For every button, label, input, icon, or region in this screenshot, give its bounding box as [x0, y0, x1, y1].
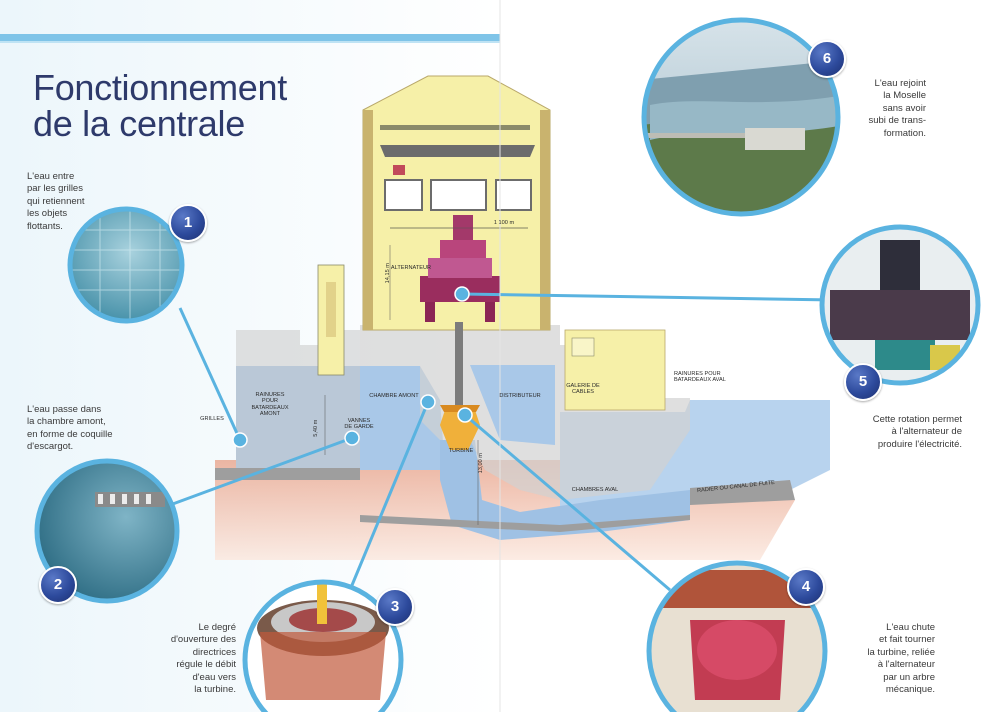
page-title: Fonctionnement de la centrale	[33, 70, 287, 142]
label-chambres-aval: CHAMBRES AVAL	[571, 487, 619, 493]
label-chambre-amont: CHAMBRE AMONT	[369, 393, 419, 399]
step-badge-3: 3	[376, 588, 414, 626]
dimension-540: 5,40 m	[312, 419, 319, 437]
photo-grilles	[70, 209, 182, 321]
photo-moselle	[644, 20, 838, 214]
label-vannes-de-garde: VANNES DE GARDE	[344, 418, 374, 431]
step-badge-2: 2	[39, 566, 77, 604]
caption-step-6: L'eau rejoint la Moselle sans avoir subi…	[868, 78, 926, 139]
dimension-1300: 13,00 m	[477, 453, 484, 474]
step-badge-1: 1	[169, 204, 207, 242]
step-badge-6: 6	[808, 40, 846, 78]
label-rainures-amont: RAINURES POUR BATARDEAUX AMONT	[251, 392, 289, 418]
step-badge-5: 5	[844, 363, 882, 401]
label-turbine: TURBINE	[448, 448, 474, 454]
caption-step-2: L'eau passe dans la chambre amont, en fo…	[27, 404, 113, 453]
caption-step-1: L'eau entre par les grilles qui retienne…	[27, 171, 85, 232]
label-galerie-de-cables: GALERIE DE CABLES	[566, 383, 600, 396]
title-line-1: Fonctionnement	[33, 67, 287, 108]
label-rainures-aval: RAINURES POUR BATARDEAUX AVAL	[674, 371, 726, 384]
title-line-2: de la centrale	[33, 103, 245, 144]
label-alternateur: ALTERNATEUR	[390, 265, 432, 271]
dimension-1100: 1 100 m	[493, 220, 515, 226]
dimension-1415: 14,15 m	[384, 263, 391, 284]
caption-step-5: Cette rotation permet à l'alternateur de…	[872, 414, 962, 450]
photo-guide-vanes	[245, 582, 401, 712]
caption-step-3: Le degré d'ouverture des directrices rég…	[170, 622, 236, 696]
caption-step-4: L'eau chute et fait tourner la turbine, …	[867, 622, 935, 696]
step-badge-4: 4	[787, 568, 825, 606]
label-grilles: GRILLES	[200, 416, 224, 422]
label-distributeur: DISTRIBUTEUR	[499, 393, 541, 399]
